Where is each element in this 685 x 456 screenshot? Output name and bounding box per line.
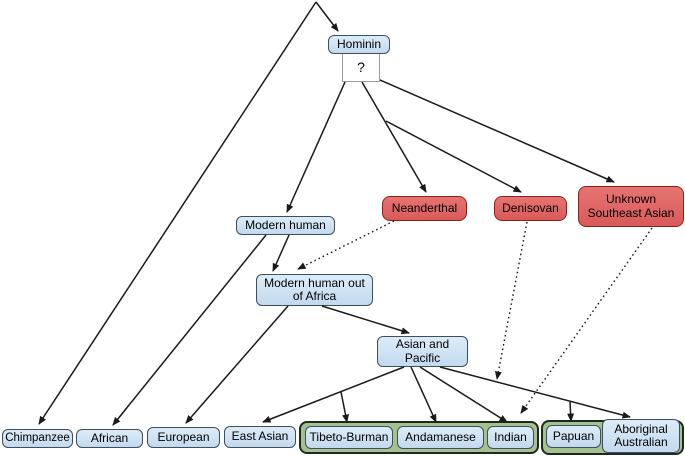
node-hominin: Hominin <box>328 35 390 54</box>
edge-ap-andamanese <box>410 366 437 423</box>
node-east-asian: East Asian <box>224 426 296 448</box>
node-african: African <box>76 429 143 448</box>
edge-modern-human-mhoa <box>272 234 290 272</box>
edge-root-chimpanzee <box>38 1 317 425</box>
edge-ancestor-neanderthal <box>361 81 427 193</box>
edge-ancestor-modern-human <box>286 81 346 213</box>
node-tibeto-burman: Tibeto-Burman <box>305 426 393 449</box>
node-andamanese: Andamanese <box>397 426 484 449</box>
edge-branch-tibeto-burman <box>340 391 349 423</box>
edge-ap-indian <box>419 366 508 423</box>
node-modern-human-out-of-africa: Modern human out of Africa <box>256 274 373 306</box>
node-european: European <box>147 427 220 448</box>
edge-branch-papuan <box>567 401 575 422</box>
edge-mhoa-european <box>185 305 289 424</box>
geneflow-denisovan-papuan-line <box>494 221 528 380</box>
geneflow-unknown-sea-indian <box>520 227 653 414</box>
edge-root-hominin <box>315 1 339 32</box>
node-papuan: Papuan <box>546 425 601 448</box>
node-denisovan: Denisovan <box>494 196 567 221</box>
node-neanderthal: Neanderthal <box>382 196 467 221</box>
node-indian: Indian <box>487 426 534 449</box>
edge-modern-human-african <box>112 234 267 426</box>
node-aboriginal-australian: Aboriginal Australian <box>602 419 680 453</box>
edge-branch-denisovan <box>385 120 522 193</box>
edge-ancestor-unknown-sea <box>379 79 615 183</box>
edge-ap-east-asian <box>262 366 405 423</box>
node-modern-human: Modern human <box>236 216 335 235</box>
edge-ap-aboriginal <box>439 366 631 419</box>
node-unknown-ancestor: ? <box>342 53 380 82</box>
node-unknown-southeast-asian: Unknown Southeast Asian <box>578 186 684 227</box>
node-asian-and-pacific: Asian and Pacific <box>377 336 468 367</box>
node-chimpanzee: Chimpanzee <box>2 429 73 448</box>
edge-mhoa-asian-pacific <box>321 305 410 335</box>
